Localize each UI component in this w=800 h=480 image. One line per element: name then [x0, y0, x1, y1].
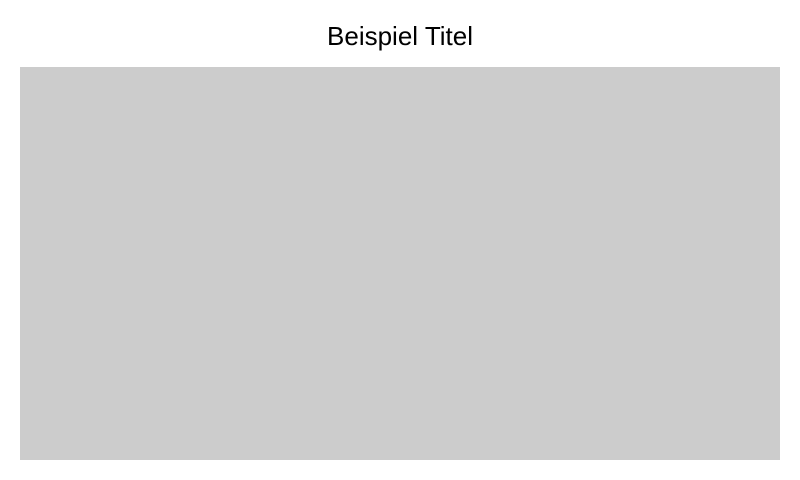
page-title: Beispiel Titel	[327, 21, 473, 51]
content-panel	[20, 67, 780, 460]
